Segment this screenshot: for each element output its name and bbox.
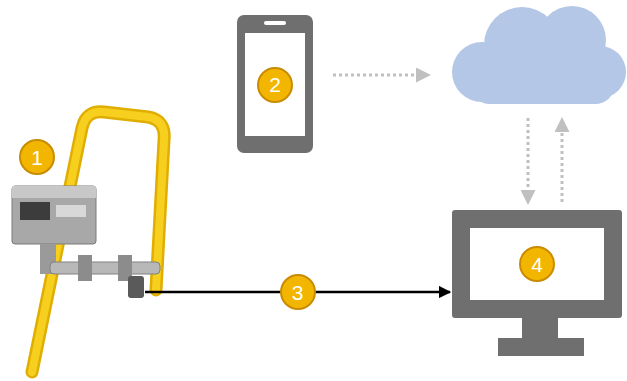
monitor-base (498, 338, 584, 356)
flow-meter: 1 (5, 135, 145, 375)
monitor-stand (522, 316, 558, 340)
dotted-arrow (527, 118, 530, 202)
callout-number: 2 (257, 67, 293, 103)
flow-meter-illustration (12, 112, 164, 372)
speaker-slot (264, 21, 286, 25)
callout-number: 1 (19, 139, 55, 175)
callout-number: 4 (519, 246, 555, 282)
callout-number: 3 (280, 274, 316, 310)
computer-monitor: 4 (452, 210, 622, 318)
smartphone: 2 (237, 15, 313, 153)
cloud-icon (452, 6, 626, 104)
dotted-arrow (333, 74, 428, 77)
dotted-arrow (561, 120, 564, 202)
